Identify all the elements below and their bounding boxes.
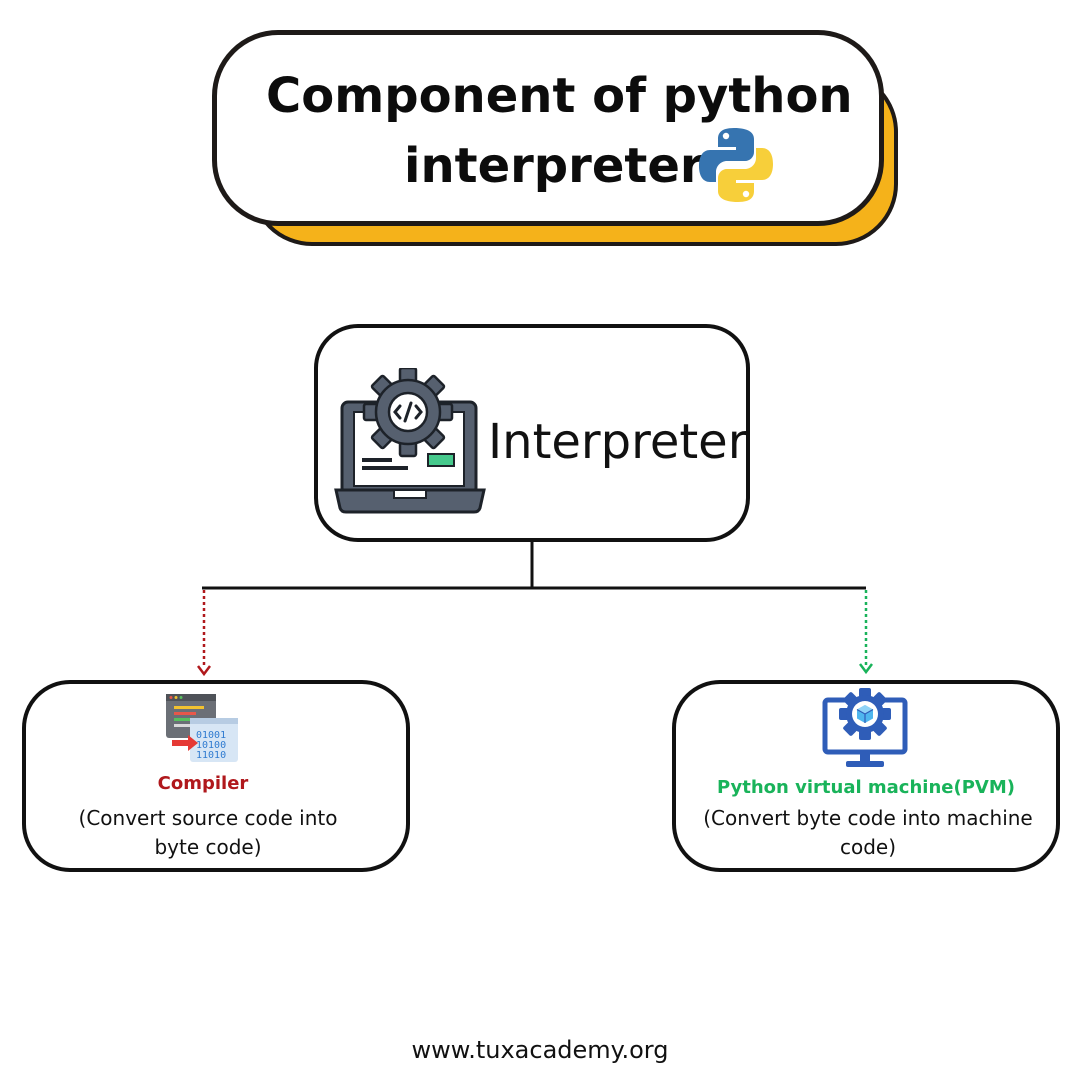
compiler-description-line-1: (Convert source code into	[78, 806, 338, 830]
python-logo-icon	[699, 128, 773, 202]
pvm-title: Python virtual machine(PVM)	[717, 777, 1015, 798]
compiler-description: (Convert source code into byte code)	[46, 804, 370, 862]
pvm-description: (Convert byte code into machine code)	[690, 804, 1046, 862]
svg-text:01001: 01001	[196, 730, 226, 741]
title-bubble	[212, 30, 884, 226]
compiler-description-line-2: byte code)	[154, 835, 262, 859]
compiler-arrow-head	[197, 665, 211, 677]
interpreter-label: Interpreter	[488, 414, 748, 470]
svg-text:11010: 11010	[196, 750, 226, 761]
pvm-description-line-2: code)	[839, 835, 897, 859]
monitor-gear-cube-icon	[822, 688, 908, 767]
pvm-arrow-head	[859, 663, 873, 675]
footer-url: www.tuxacademy.org	[411, 1036, 669, 1064]
laptop-gear-code-icon	[334, 368, 486, 514]
page-title-line-1: Component of python	[266, 68, 853, 124]
svg-text:10100: 10100	[196, 740, 226, 751]
code-to-binary-icon: 01001 10100 11010	[166, 694, 238, 762]
compiler-title: Compiler	[157, 773, 249, 794]
pvm-description-line-1: (Convert byte code into machine	[703, 806, 1033, 830]
page-title-line-2: interpreter	[404, 138, 704, 194]
